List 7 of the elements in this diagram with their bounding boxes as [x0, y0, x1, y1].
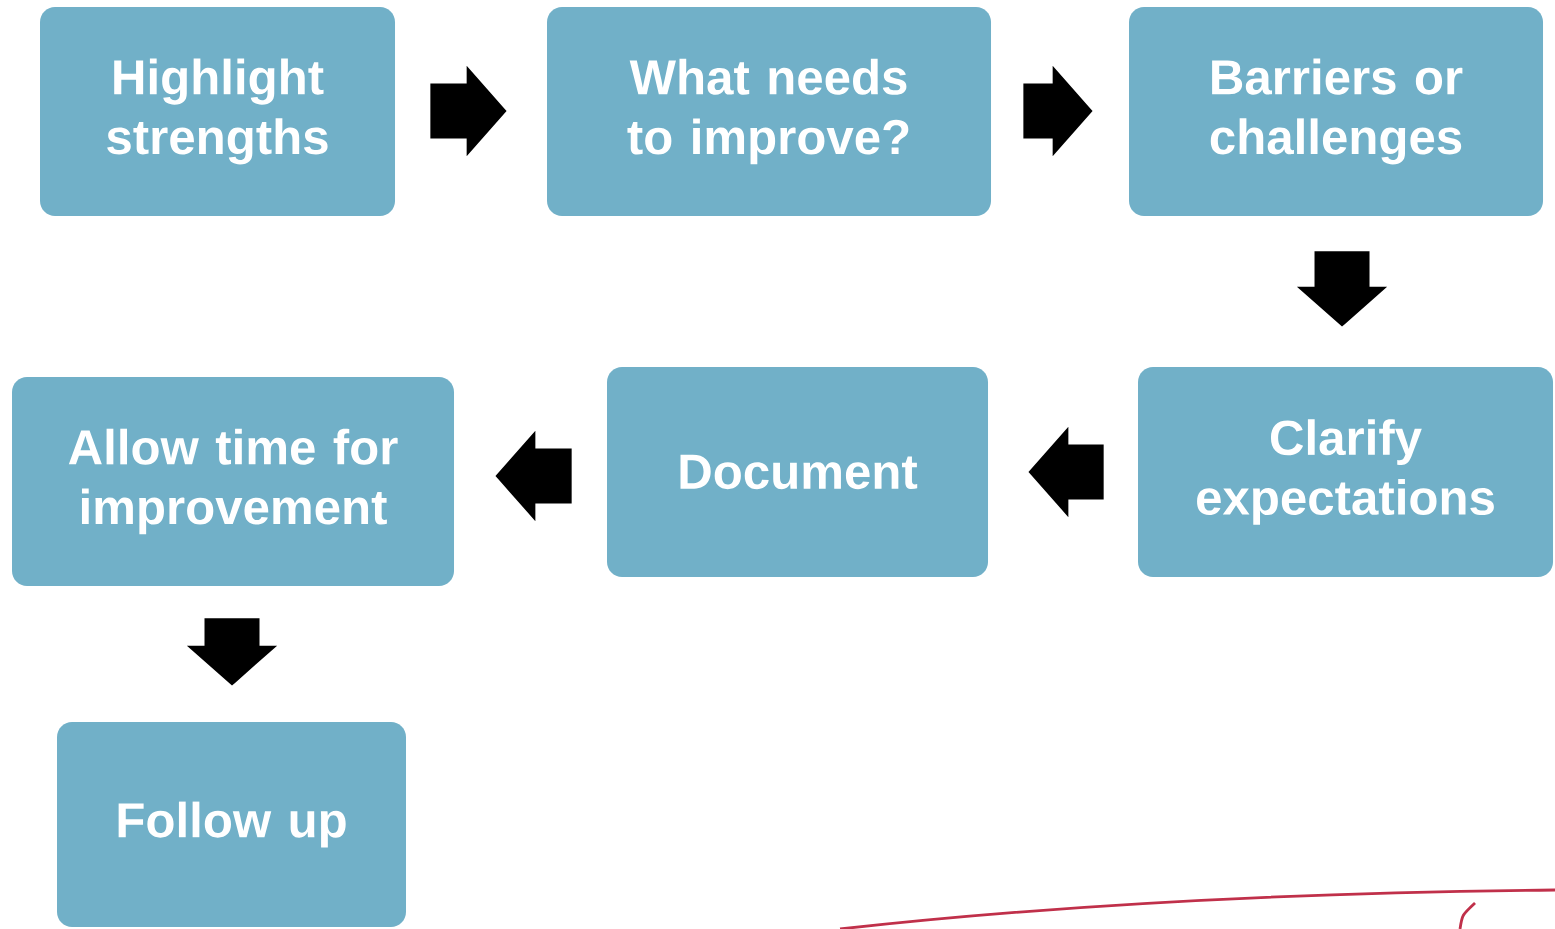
process-box: Clarify expectations: [1138, 367, 1553, 577]
process-box: Barriers or challenges: [1129, 7, 1543, 216]
process-box: Document: [607, 367, 988, 577]
process-box: Highlight strengths: [40, 7, 395, 216]
process-box: Follow up: [57, 722, 406, 927]
process-box: Allow time for improvement: [12, 377, 454, 586]
process-box: What needs to improve?: [547, 7, 991, 216]
